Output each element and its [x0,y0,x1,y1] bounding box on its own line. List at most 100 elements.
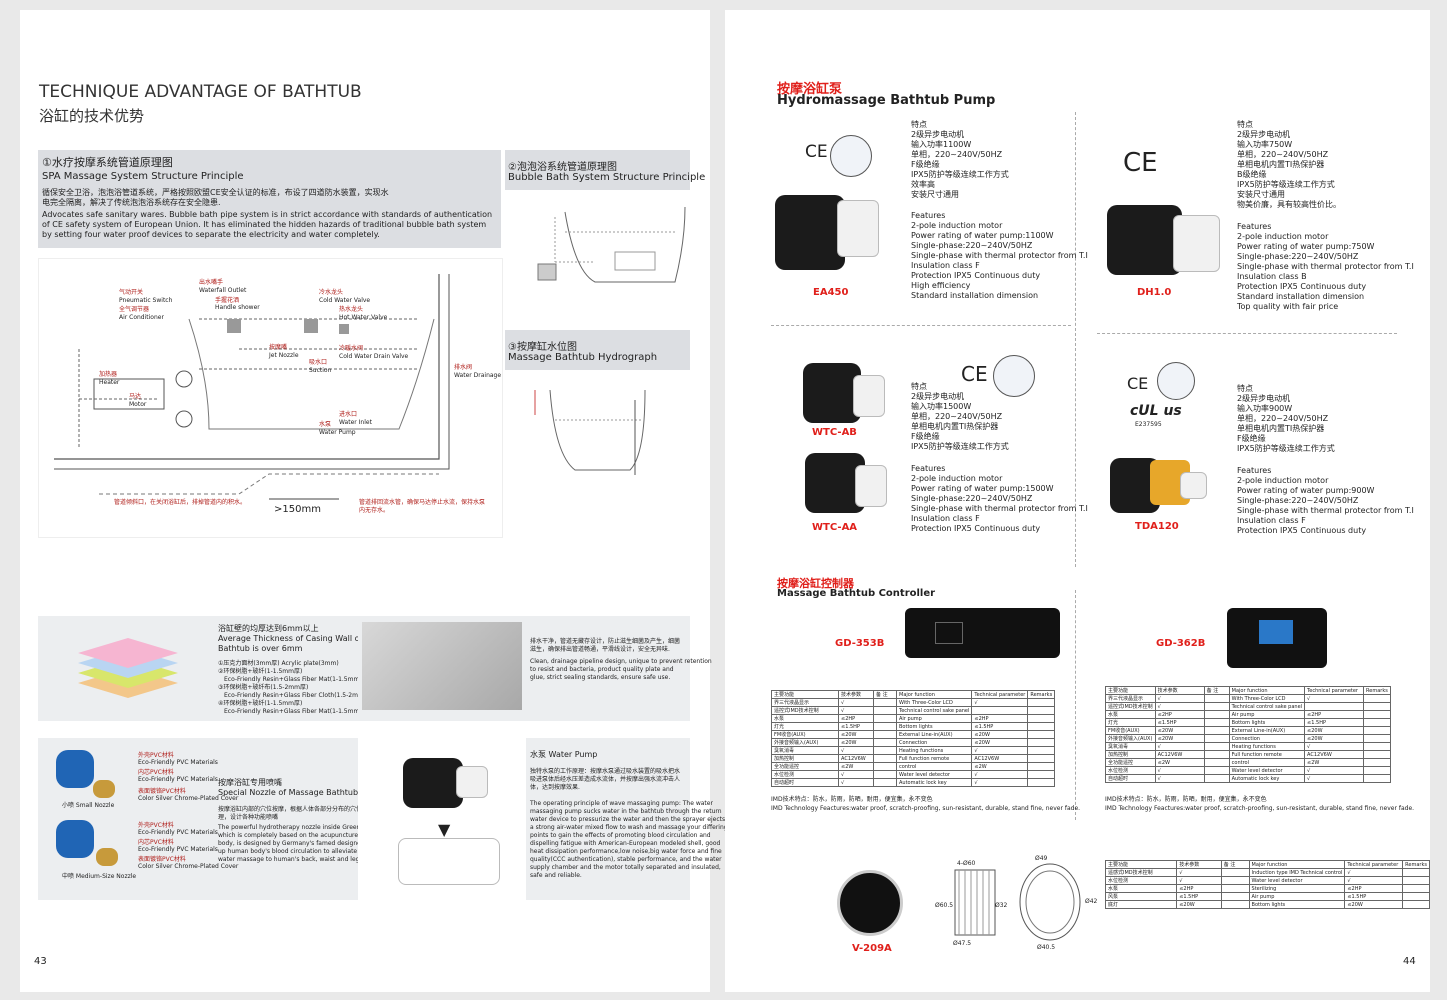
table-cell: ≤2W [971,762,1029,771]
table-cell [1027,770,1056,779]
dh10-pump-head [1173,215,1220,272]
feature-line: Top quality with fair price [1237,302,1339,311]
table-cell [1203,718,1230,727]
diagram-label: 手握花洒 [215,297,240,304]
table-cell [1402,884,1430,893]
pump-text: The operating principle of wave massagin… [530,800,713,807]
cert-seal-icon [993,355,1035,397]
table-cell: Major function [895,690,973,699]
gd353b-name: GD-353B [835,638,885,649]
table-cell [1027,730,1056,739]
table-cell: ≤2W [1154,758,1205,767]
table-cell: √ [1154,742,1205,751]
table-cell [1363,758,1392,767]
table-cell: Water level detector [1228,766,1306,775]
table-cell: ≤2HP [1176,884,1222,893]
table-cell: Connection [895,738,973,747]
feature-line: 特点 [911,382,927,391]
v209a-dimension-drawing [954,863,1081,941]
feature-line: 单相电机内置TI热保护器 [1237,424,1325,433]
feature-line: 2级异步电动机 [911,392,965,401]
table-cell: √ [838,706,874,715]
table-cell [873,738,897,747]
diagram-label: Motor [129,401,147,408]
wtc-ab-pump-head [853,375,885,417]
table-cell: Remarks [1027,690,1056,699]
page-number: 43 [34,956,47,967]
table-cell: AC12V6W [1154,750,1205,759]
table-cell: 界三代液晶显示 [771,698,839,707]
table-cell [1027,762,1056,771]
feature-line: Insulation class B [1237,272,1307,281]
table-cell: ≤1.5HP [1154,718,1205,727]
table-cell [1203,710,1230,719]
controller-note-cn: IMD技术特点：防水，防雨，防晒，耐用，便宜集，永不变色 [1105,796,1267,803]
table-cell: Technical control sake panel [895,706,973,715]
table-cell: √ [838,770,874,779]
table-cell [971,706,1029,715]
cert-seal-icon [830,135,872,177]
nozzle-part: 表面镀铬PVC材料 [138,856,186,863]
feature-line: 单相电机内置TI热保护器 [1237,160,1325,169]
feature-line: Power rating of water pump:900W [1237,486,1375,495]
feature-line: Single-phase with thermal protector from… [1237,506,1414,515]
table-cell [1027,714,1056,723]
table-cell: Heating functions [1228,742,1306,751]
nozzle-cover-image [93,780,115,798]
feature-line: Power rating of water pump:1100W [911,231,1054,240]
diagram-label: 水泵 [319,421,332,428]
table-cell: 臭氧消毒 [1105,742,1156,751]
table-cell: ≤1.5HP [1176,892,1222,901]
nozzle-part: 外壳PVC材料 [138,752,174,759]
sec1-title-en: SPA Massage System Structure Principle [42,171,244,182]
ul-cert-number: E237595 [1135,421,1162,428]
table-cell: Automatic lock key [1228,774,1306,783]
ce-mark-icon: CE [805,142,828,162]
feature-line: 2-pole induction motor [1237,232,1329,241]
table-cell [1363,718,1392,727]
table-cell [1203,774,1230,783]
table-row: 界三代液晶显示√With Three-Color LCD√ [771,698,1056,707]
nozzle-part: Eco-Friendly PVC Materials [138,829,218,836]
table-cell: √ [838,746,874,755]
table-cell: √ [1176,876,1222,885]
table-cell: ≤1.5HP [1344,892,1404,901]
feature-line: 2级异步电动机 [1237,130,1291,139]
table-cell: 水位检测 [771,770,839,779]
dimension-label: Ø32 [995,902,1008,909]
sec1-text: of CE safety system of European Union. I… [42,220,487,229]
table-cell: 灯光 [771,722,839,731]
ul-mark-icon: cUL us [1130,403,1182,419]
table-cell [1220,876,1250,885]
diagram-label: Waterfall Outlet [199,287,247,294]
table-cell [873,722,897,731]
table-cell: 风泵 [1104,892,1178,901]
table-cell [1027,778,1056,787]
feature-line: Features [911,464,946,473]
diagram-label: Jet Nozzle [269,352,299,359]
table-cell: 备 注 [873,690,897,699]
pump-text: dispelling fatigue with American-Europea… [530,840,721,847]
diagram-label: Water Pump [319,429,356,436]
table-cell: Major function [1228,686,1306,695]
bubble-diagram-drawing [537,206,686,283]
nozzle-title-en: Special Nozzle of Massage Bathtub [218,788,359,797]
v209a-name: V-209A [852,943,892,954]
feature-line: 输入功率1500W [911,402,972,411]
table-cell: 界三代液晶显示 [1105,694,1156,703]
pump-head-image [456,766,488,798]
nozzle-title-cn: 按摩浴缸专用喷嘴 [218,778,282,787]
feature-line: 输入功率1100W [911,140,972,149]
dimension-label: Ø47.5 [953,940,972,947]
feature-line: 单相，220~240V/50HZ [911,150,1003,159]
pump-text: points to gain the effects of promoting … [530,832,711,839]
feature-line: 2-pole induction motor [911,221,1003,230]
table-cell [873,714,897,723]
table-cell: ≤20W [971,738,1029,747]
table-cell [1402,900,1430,909]
